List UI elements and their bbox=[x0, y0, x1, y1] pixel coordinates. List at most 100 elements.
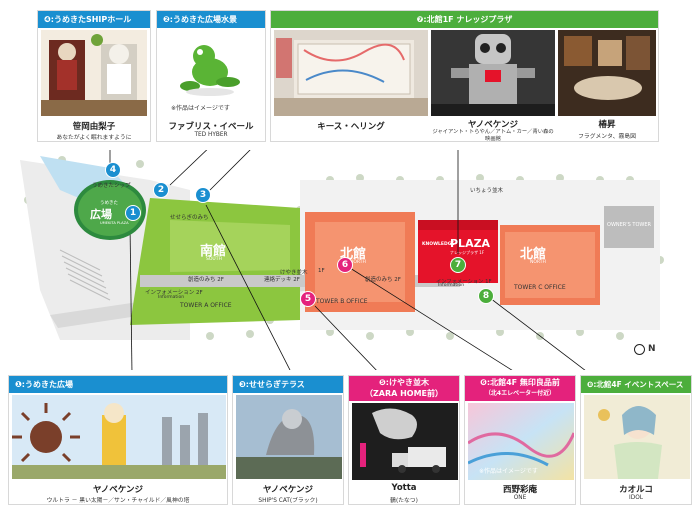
marker-6[interactable]: 6 bbox=[337, 257, 353, 273]
artist-name: 笹岡由梨子 bbox=[72, 122, 116, 132]
image-note: ※作品はイメージです bbox=[171, 105, 230, 112]
label-hiroba: 広場 bbox=[90, 208, 112, 221]
label-keyaki: けやき並木 bbox=[280, 270, 308, 276]
label-owners-tower: OWNER'S TOWER bbox=[607, 222, 651, 228]
card-umekita-water[interactable]: ❷:うめきた広場水景 ※作品はイメージです ファブリス・イベール TED HYB… bbox=[156, 10, 266, 142]
card-header: ❸:せせらぎテラス bbox=[233, 376, 343, 393]
artist-name: ヤノベケンジ bbox=[262, 485, 314, 495]
marker-1[interactable]: 1 bbox=[125, 205, 141, 221]
label-icho: いちょう並木 bbox=[470, 188, 504, 194]
artist-name: ヤノベケンジ bbox=[92, 485, 144, 495]
card-header: ❺:けやき並木 （ZARA HOME前） bbox=[349, 376, 459, 401]
label-kita-c: 北館 bbox=[520, 247, 547, 262]
sculpture-installation-illustration bbox=[558, 30, 656, 116]
artwork-title: TED HYBER bbox=[194, 132, 228, 138]
artwork-title: ONE bbox=[513, 495, 527, 501]
site-map: うめきたシップ うめきた 広場 UMEKITA PLAZA せせらぎのみち 南館… bbox=[0, 150, 700, 370]
label-hiroba-en: UMEKITA PLAZA bbox=[100, 221, 129, 225]
label-north-c: NORTH bbox=[530, 260, 546, 265]
card-header: ❹:うめきたSHIPホール bbox=[38, 11, 150, 28]
artwork-photo bbox=[468, 403, 574, 480]
label-souzou-b: 創造のみち 2F bbox=[365, 277, 401, 283]
card-header-line2: （北4エレベーター付近） bbox=[484, 390, 556, 397]
card-header: ❻:北館4F 無印良品前 （北4エレベーター付近） bbox=[465, 376, 575, 401]
artwork-photo-robot bbox=[431, 30, 555, 116]
artwork-title: フラグメンタ、霧島図 bbox=[578, 134, 636, 140]
label-info-c-en: Information bbox=[438, 283, 465, 288]
label-tower-c: TOWER C OFFICE bbox=[514, 284, 566, 291]
label-plaza: PLAZA bbox=[450, 237, 491, 250]
card-muji-4f[interactable]: ❻:北館4F 無印良品前 （北4エレベーター付近） ※作品はイメージです 西野彩… bbox=[464, 375, 576, 505]
card-header: ❼:北館1F ナレッジプラザ bbox=[271, 11, 658, 28]
artwork-title: ウルトラ － 黒い太陽－／サン・チャイルド／風神の塔 bbox=[46, 498, 190, 504]
marker-3[interactable]: 3 bbox=[195, 187, 211, 203]
card-header: ❷:うめきた広場水景 bbox=[157, 11, 265, 28]
artwork-title: ジャイアント・トらやん／アトム・カー／青い森の映画館 bbox=[432, 129, 554, 142]
label-south: SOUTH bbox=[206, 257, 222, 262]
label-knowledge-jp: ナレッジプラザ 1F bbox=[450, 250, 485, 255]
card-umekita-ship-hall[interactable]: ❹:うめきたSHIPホール 笹岡由梨子 あなたがよく眠れますように bbox=[37, 10, 151, 142]
marker-2[interactable]: 2 bbox=[153, 182, 169, 198]
label-info-a-en: Information bbox=[158, 295, 185, 300]
artwork-photo bbox=[236, 395, 342, 479]
truck-installation-illustration bbox=[352, 403, 458, 480]
marker-8[interactable]: 8 bbox=[478, 288, 494, 304]
colorful-painting-illustration bbox=[468, 403, 574, 480]
artwork-photo bbox=[160, 30, 262, 116]
artwork-title: IDOL bbox=[629, 495, 643, 501]
card-header: ❽:北館4F イベントスペース bbox=[581, 376, 691, 393]
idol-painting-illustration bbox=[584, 395, 690, 479]
card-header-line1: ❺:けやき並木 bbox=[379, 378, 429, 387]
artwork-title: 鶴(たなつ) bbox=[390, 498, 418, 504]
puppet-artwork-illustration bbox=[41, 30, 147, 116]
artist-name: 椿昇 bbox=[598, 120, 616, 130]
map-base-illustration bbox=[20, 150, 664, 370]
marker-5[interactable]: 5 bbox=[300, 291, 316, 307]
artist-name: ファブリス・イベール bbox=[168, 122, 254, 132]
label-floor-1f: 1F bbox=[318, 268, 325, 274]
card-header: ❶:うめきた広場 bbox=[9, 376, 227, 393]
label-info-a: インフォメーション 2F bbox=[145, 290, 203, 296]
label-info-c: インフォメーション 1F bbox=[436, 279, 492, 285]
compass-icon bbox=[634, 344, 645, 355]
artwork-photo bbox=[584, 395, 690, 479]
label-north-b: NORTH bbox=[350, 260, 366, 265]
label-seseragi: せせらぎのみち bbox=[170, 215, 209, 221]
label-umekita-ship: うめきたシップ bbox=[92, 183, 131, 189]
marker-7[interactable]: 7 bbox=[450, 257, 466, 273]
marker-4[interactable]: 4 bbox=[105, 162, 121, 178]
sculptures-illustration bbox=[12, 395, 226, 479]
artist-name: Yotta bbox=[391, 483, 417, 493]
artist-name: 西野彩庵 bbox=[502, 485, 537, 495]
artwork-title: SHIP'S CAT(ブラック) bbox=[258, 498, 318, 504]
artist-name: カオルコ bbox=[619, 485, 653, 495]
label-souzou-a: 創造のみち 2F bbox=[188, 277, 224, 283]
card-keyaki-namiki[interactable]: ❺:けやき並木 （ZARA HOME前） Yotta 鶴(たなつ) bbox=[348, 375, 460, 505]
label-renraku: 連絡デッキ 2F bbox=[264, 277, 300, 283]
card-event-space-4f[interactable]: ❽:北館4F イベントスペース カオルコ IDOL bbox=[580, 375, 692, 505]
compass-label: N bbox=[648, 344, 656, 354]
artwork-title: あなたがよく眠れますように bbox=[56, 135, 132, 141]
artwork-photo-haring bbox=[274, 30, 428, 116]
ships-cat-illustration bbox=[236, 395, 342, 479]
green-frog-artwork-illustration bbox=[180, 45, 240, 96]
mural-gallery-illustration bbox=[274, 30, 428, 116]
card-header-line1: ❻:北館4F 無印良品前 bbox=[480, 378, 560, 387]
artist-name: ヤノベケンジ bbox=[467, 120, 519, 130]
label-knowledge: KNOWLEDGE bbox=[422, 242, 455, 247]
card-knowledge-plaza[interactable]: ❼:北館1F ナレッジプラザ bbox=[270, 10, 659, 142]
card-header-line2: （ZARA HOME前） bbox=[364, 389, 444, 398]
label-minami: 南館 bbox=[200, 244, 227, 259]
card-seseragi-terrace[interactable]: ❸:せせらぎテラス ヤノベケンジ SHIP'S CAT(ブラック) bbox=[232, 375, 344, 505]
image-note: ※作品はイメージです bbox=[479, 468, 538, 475]
label-tower-b: TOWER B OFFICE bbox=[316, 298, 368, 305]
label-umekita: うめきた bbox=[100, 201, 118, 206]
artwork-photo-tsubaki bbox=[558, 30, 656, 116]
artwork-photo bbox=[352, 403, 458, 480]
artist-name: キース・ヘリング bbox=[317, 122, 385, 132]
artwork-photo bbox=[12, 395, 226, 479]
label-tower-a: TOWER A OFFICE bbox=[180, 302, 232, 309]
artwork-photo bbox=[41, 30, 147, 116]
giant-robot-illustration bbox=[431, 30, 555, 116]
card-umekita-hiroba[interactable]: ❶:うめきた広場 ヤノベケンジ ウルトラ － 黒い太陽－／サン・チャイルド／風神… bbox=[8, 375, 228, 505]
